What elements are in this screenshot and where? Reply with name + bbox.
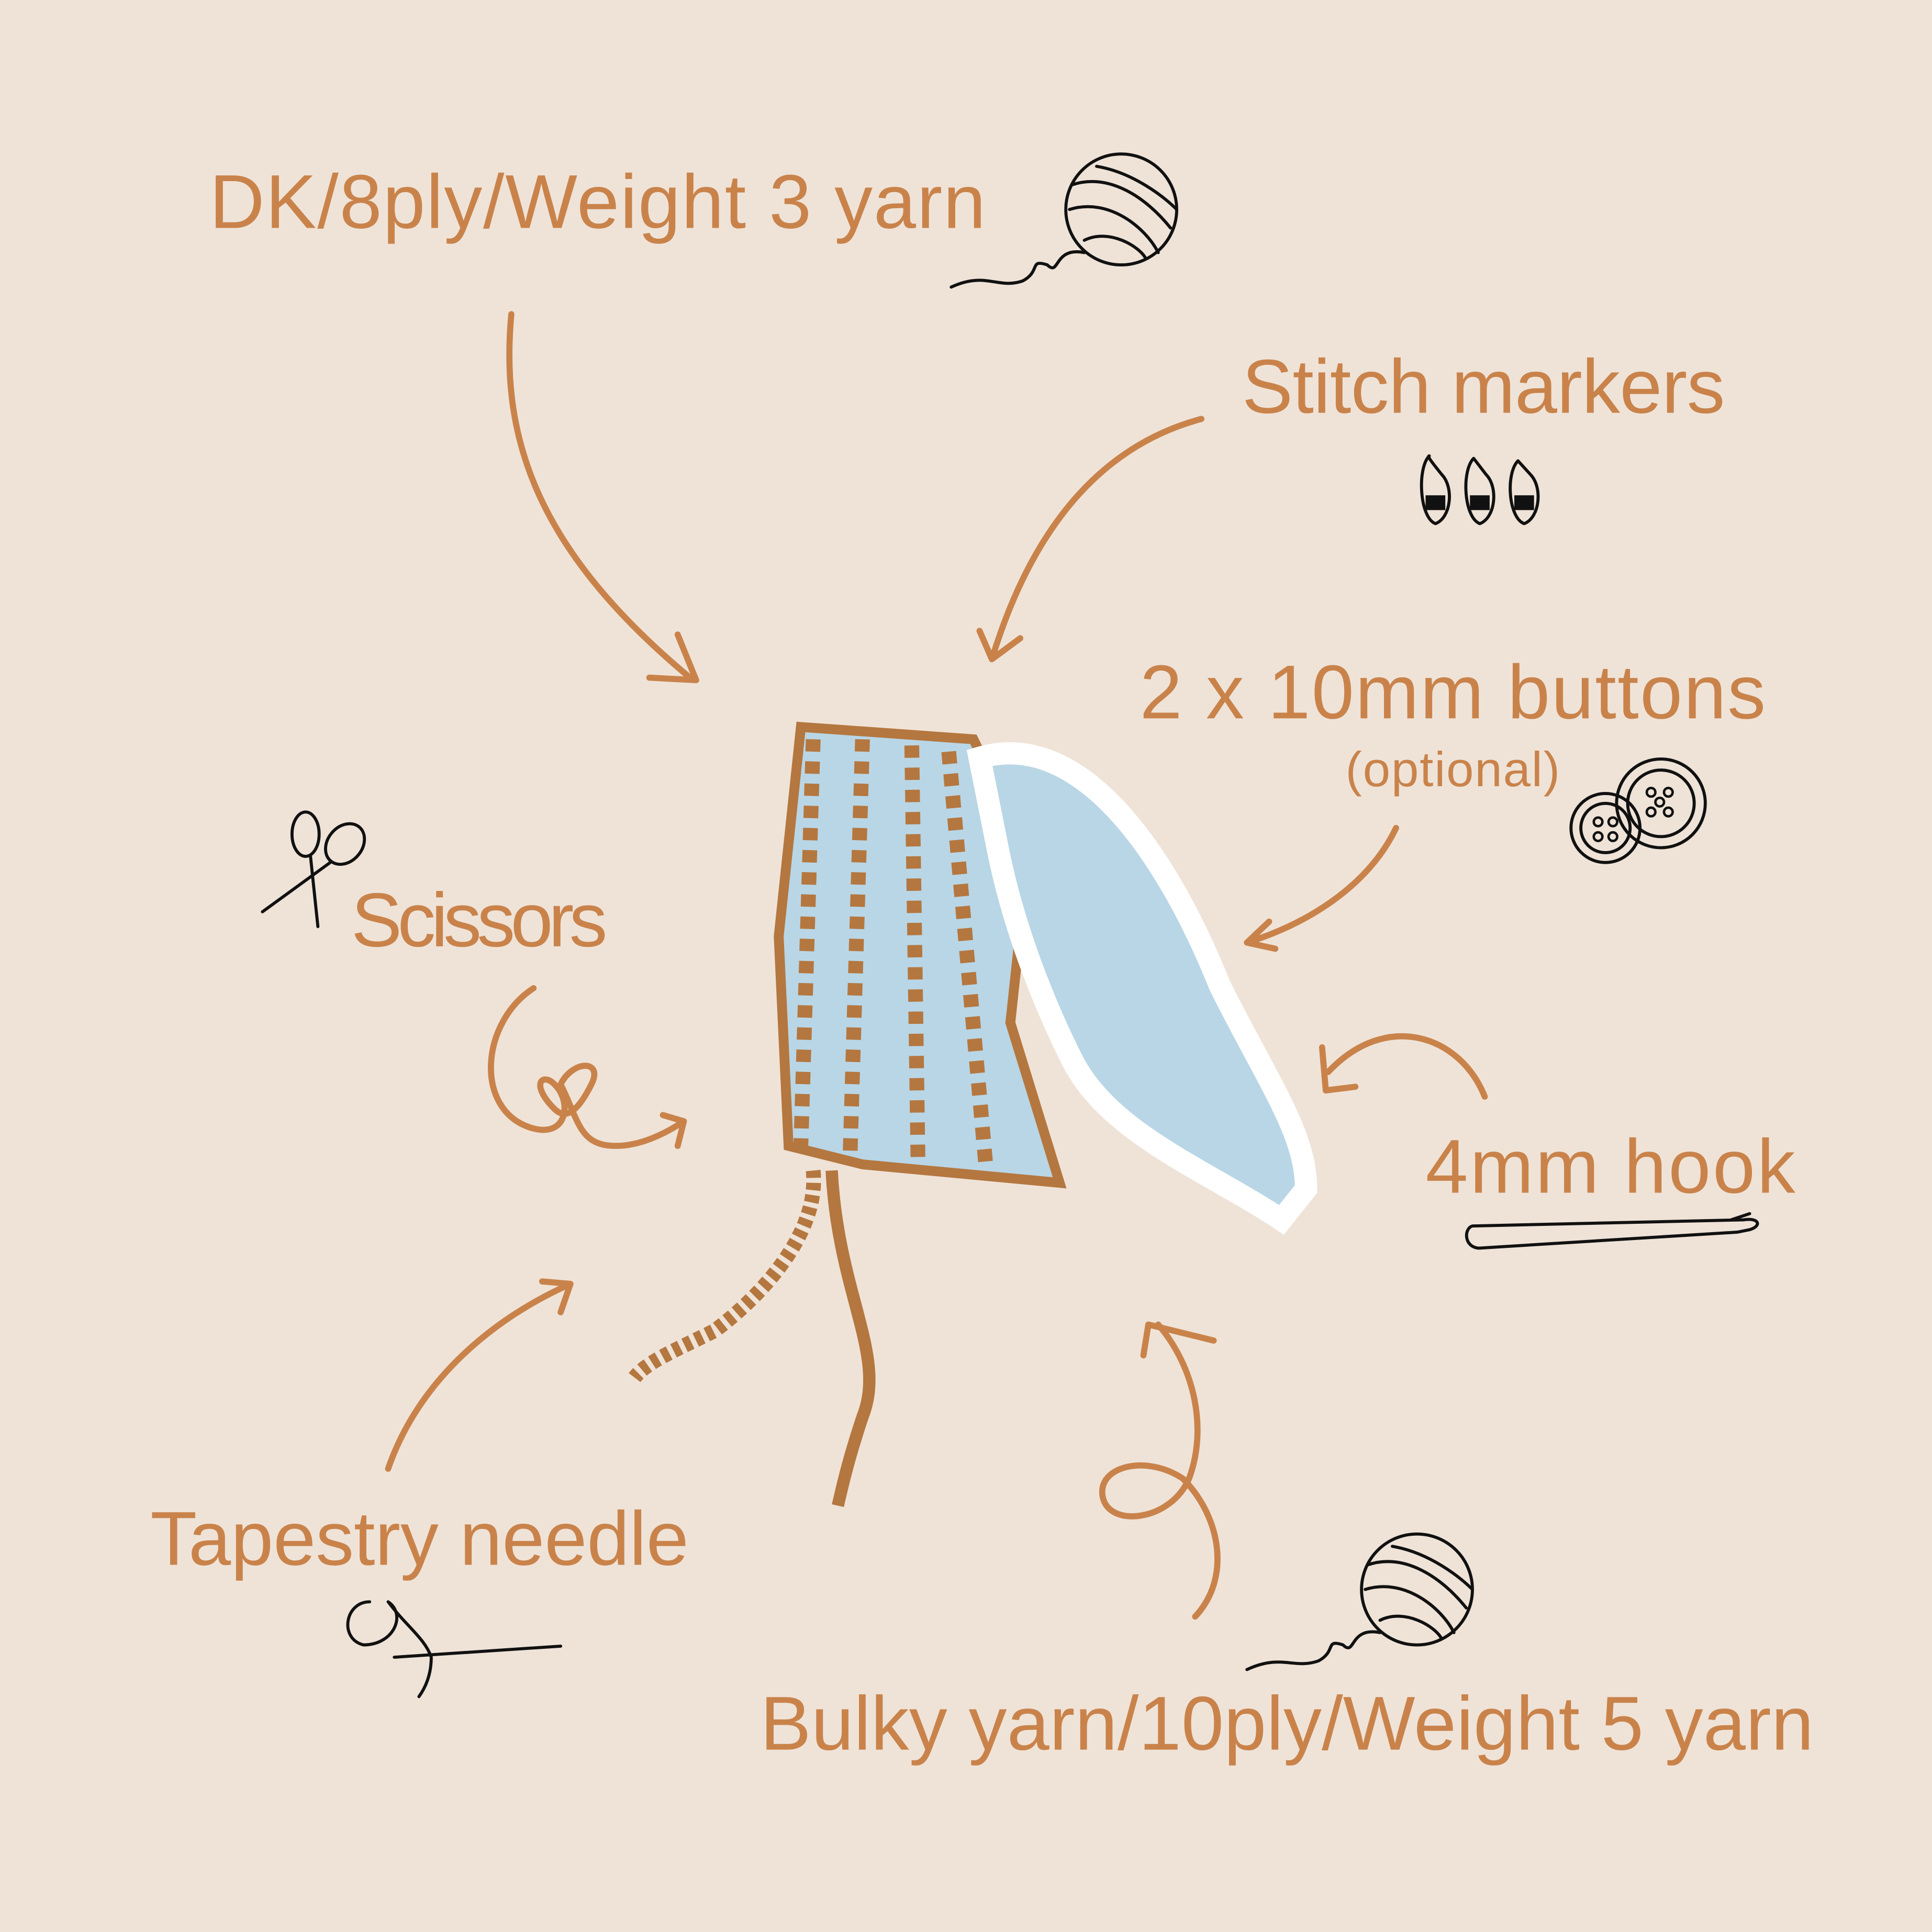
button-icon (1569, 757, 1707, 864)
arrows (385, 311, 1488, 1620)
crochet-hook-icon (1465, 1212, 1759, 1250)
label-tapestry-needle: Tapestry needle (150, 1496, 689, 1581)
label-dk-yarn: DK/8ply/Weight 3 yarn (209, 159, 986, 244)
label-bulky-yarn: Bulky yarn/10ply/Weight 5 yarn (760, 1681, 1814, 1766)
bonnet-tie-left (629, 1169, 821, 1382)
arrow-buttons (1244, 824, 1399, 952)
stitch-marker-icon (1420, 454, 1540, 526)
label-buttons-optional: (optional) (1346, 742, 1560, 797)
yarn-ball-icon (950, 152, 1178, 289)
scissors-icon (261, 810, 366, 929)
label-stitch-markers: Stitch markers (1242, 344, 1725, 429)
bonnet-tie-right (825, 1170, 876, 1507)
label-buttons: 2 x 10mm buttons (1140, 649, 1766, 734)
label-hook: 4mm hook (1426, 1124, 1796, 1209)
label-scissors: Scissors (351, 877, 608, 963)
arrow-bulky-yarn (1099, 1321, 1221, 1620)
arrow-hook (1319, 1033, 1488, 1100)
arrow-dk-yarn (506, 311, 699, 684)
arrow-stitch-markers (976, 416, 1204, 663)
bonnet-brim (966, 742, 1317, 1235)
yarn-ball-icon-bulky (1245, 1532, 1474, 1671)
arrow-needle (385, 1278, 574, 1472)
arrow-scissors (488, 985, 687, 1149)
crochet-bonnet-photo (629, 721, 1317, 1507)
needle-icon (346, 1600, 562, 1699)
